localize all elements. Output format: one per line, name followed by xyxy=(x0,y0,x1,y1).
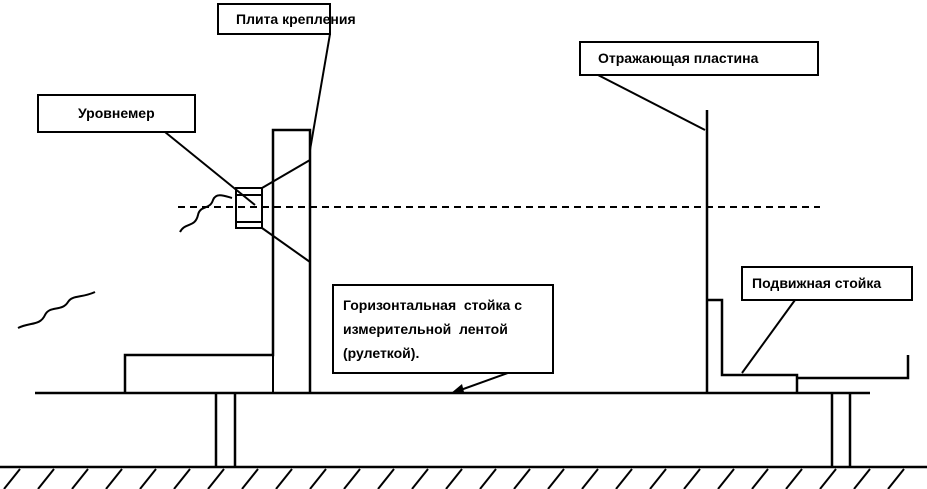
ground-hatch-mark xyxy=(71,468,89,489)
break-squiggle xyxy=(179,194,233,233)
ground xyxy=(0,465,927,489)
label-text: Горизонтальная стойка с xyxy=(343,297,522,313)
ground-hatch-mark xyxy=(275,468,293,489)
leader-movable-stand xyxy=(741,299,796,374)
ground-hatch-mark xyxy=(241,468,259,489)
ground-hatch-mark xyxy=(139,468,157,489)
ground-hatch-mark xyxy=(717,468,735,489)
ground-hatch-mark xyxy=(3,468,21,489)
ground-hatch-mark xyxy=(411,468,429,489)
ground-hatch-mark xyxy=(105,468,123,489)
ground-hatch-mark xyxy=(785,468,803,489)
table-leg-right xyxy=(830,393,852,467)
movable-stand xyxy=(707,298,910,393)
label-text: измерительной лентой xyxy=(343,321,508,337)
ground-hatch-mark xyxy=(547,468,565,489)
break-squiggle xyxy=(17,291,96,329)
ground-hatch-mark xyxy=(819,468,837,489)
ground-hatch-mark xyxy=(309,468,327,489)
label-movable-stand: Подвижная стойка xyxy=(741,266,913,301)
label-horizontal-stand: Горизонтальная стойка с измерительной ле… xyxy=(332,284,554,374)
ground-hatch-mark xyxy=(751,468,769,489)
label-level-gauge: Уровнемер xyxy=(37,94,196,133)
ground-hatch-mark xyxy=(887,468,905,489)
label-text: Плита крепления xyxy=(236,11,356,27)
ground-hatch-mark xyxy=(173,468,191,489)
ground-hatch-mark xyxy=(615,468,633,489)
leader-reflecting-plate xyxy=(597,74,706,131)
ground-hatch-mark xyxy=(513,468,531,489)
ground-hatch-mark xyxy=(445,468,463,489)
ground-hatch-mark xyxy=(649,468,667,489)
ground-hatch-mark xyxy=(207,468,225,489)
ground-hatch-mark xyxy=(683,468,701,489)
table-leg-left xyxy=(214,393,237,467)
leader-mounting-plate xyxy=(309,33,331,151)
ground-hatch-mark xyxy=(479,468,497,489)
label-mounting-plate: Плита крепления xyxy=(217,3,356,35)
arrowhead xyxy=(450,384,464,394)
label-reflecting-plate: Отражающая пластина xyxy=(579,41,819,76)
label-text: Отражающая пластина xyxy=(598,50,759,66)
mounting-plate xyxy=(123,128,312,393)
ground-hatch-mark xyxy=(37,468,55,489)
label-text: Подвижная стойка xyxy=(752,275,881,291)
leader-level-gauge xyxy=(164,131,256,206)
ground-hatch-mark xyxy=(377,468,395,489)
label-text: Уровнемер xyxy=(78,105,155,121)
label-text: (рулеткой). xyxy=(343,345,419,361)
ground-hatch-mark xyxy=(343,468,361,489)
ground-hatch-mark xyxy=(581,468,599,489)
ground-hatch-mark xyxy=(853,468,871,489)
